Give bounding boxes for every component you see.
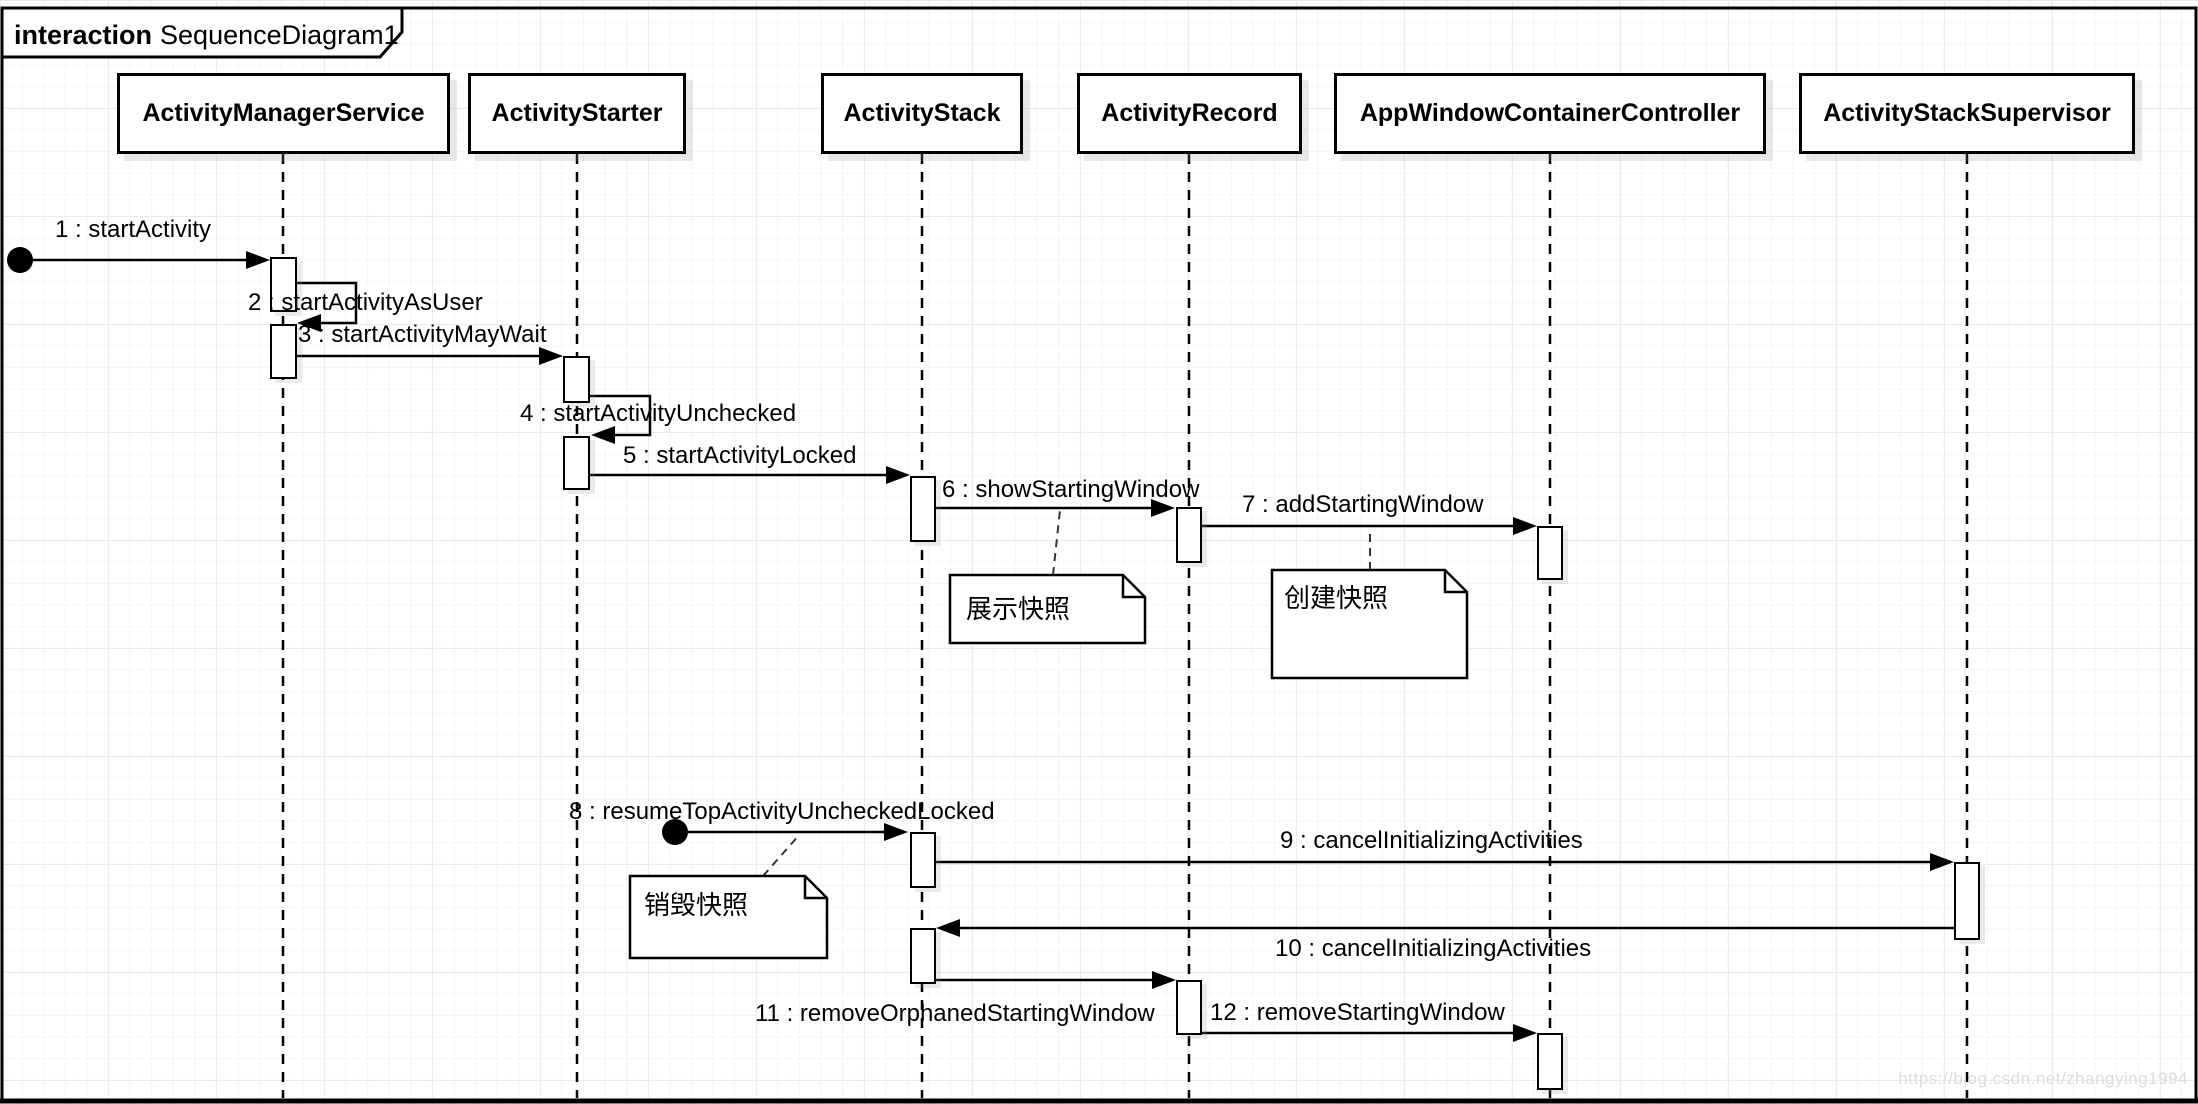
- frame-title-keyword: interaction: [14, 20, 153, 50]
- message-label-4: 5 : startActivityLocked: [623, 442, 857, 469]
- activation-bar-4: [910, 476, 936, 542]
- message-arrowhead-2: [539, 347, 563, 365]
- message-label-1: 2 : startActivityAsUser: [248, 289, 483, 316]
- message-arrowhead-1: [297, 314, 321, 332]
- lifeline-header-3: ActivityRecord: [1077, 73, 1302, 154]
- message-arrowhead-11: [1513, 1024, 1537, 1042]
- activation-bar-8: [1954, 862, 1980, 940]
- message-label-2: 3 : startActivityMayWait: [298, 321, 547, 348]
- note-shape-2: [628, 874, 829, 960]
- activation-bar-3: [563, 436, 590, 490]
- message-arrowhead-0: [246, 251, 270, 269]
- note-connector-2: [762, 833, 801, 877]
- lifeline-header-label: ActivityManagerService: [142, 99, 425, 127]
- lifeline-header-2: ActivityStack: [821, 73, 1023, 154]
- activation-bar-6: [1537, 526, 1563, 580]
- frame-title-name: SequenceDiagram1: [160, 20, 399, 50]
- message-label-3: 4 : startActivityUnchecked: [520, 400, 797, 427]
- lifeline-header-label: ActivityStackSupervisor: [1823, 99, 2111, 127]
- note-text-2: 销毁快照: [644, 890, 749, 920]
- note-shape-1: [1270, 568, 1469, 680]
- lifeline-header-label: ActivityStarter: [491, 99, 663, 127]
- self-message-loop-1: [297, 281, 358, 325]
- message-label-5: 6 : showStartingWindow: [942, 476, 1200, 503]
- note-connector-0: [1052, 509, 1061, 576]
- lifeline-header-label: AppWindowContainerController: [1359, 99, 1741, 127]
- activation-bar-11: [1537, 1033, 1563, 1090]
- lifeline-header-label: ActivityRecord: [1101, 99, 1278, 127]
- found-message-circle-7: [662, 819, 688, 845]
- activation-bar-1: [270, 324, 297, 379]
- activation-bar-2: [563, 356, 590, 403]
- message-arrowhead-5: [1151, 499, 1175, 517]
- message-label-10: 11 : removeOrphanedStartingWindow: [755, 1000, 1155, 1027]
- watermark: https://blog.csdn.net/zhangying1994: [1898, 1069, 2188, 1088]
- message-arrowhead-6: [1513, 517, 1537, 535]
- note-fold-1: [1443, 570, 1467, 594]
- note-fold-2: [803, 876, 827, 900]
- message-label-8: 9 : cancelInitializingActivities: [1280, 827, 1583, 854]
- lifeline-header-0: ActivityManagerService: [117, 73, 450, 154]
- message-label-11: 12 : removeStartingWindow: [1210, 999, 1505, 1026]
- message-arrowhead-9: [936, 919, 960, 937]
- note-text-1: 创建快照: [1284, 583, 1389, 613]
- activation-bar-5: [1176, 507, 1202, 563]
- message-label-0: 1 : startActivity: [55, 216, 212, 243]
- note-text-0: 展示快照: [966, 594, 1071, 624]
- self-message-loop-3: [590, 394, 652, 437]
- message-arrowhead-4: [886, 466, 910, 484]
- note-shape-0: [948, 573, 1147, 645]
- message-arrowhead-3: [591, 426, 615, 444]
- note-fold-0: [1121, 575, 1145, 599]
- message-label-6: 7 : addStartingWindow: [1242, 491, 1484, 518]
- lifeline-header-label: ActivityStack: [843, 99, 1001, 127]
- activation-bar-9: [910, 928, 936, 984]
- lifeline-header-1: ActivityStarter: [468, 73, 686, 154]
- activation-bar-7: [910, 832, 936, 888]
- message-arrowhead-7: [884, 823, 908, 841]
- found-message-circle-0: [7, 247, 33, 273]
- message-label-7: 8 : resumeTopActivityUncheckedLocked: [569, 798, 995, 825]
- activation-bar-0: [270, 257, 297, 312]
- lifeline-header-4: AppWindowContainerController: [1334, 73, 1766, 154]
- message-arrowhead-10: [1152, 971, 1176, 989]
- lifeline-header-5: ActivityStackSupervisor: [1799, 73, 2135, 154]
- message-label-9: 10 : cancelInitializingActivities: [1275, 935, 1592, 962]
- message-arrowhead-8: [1930, 853, 1954, 871]
- frame-title-tab: [0, 6, 404, 59]
- activation-bar-10: [1176, 980, 1202, 1035]
